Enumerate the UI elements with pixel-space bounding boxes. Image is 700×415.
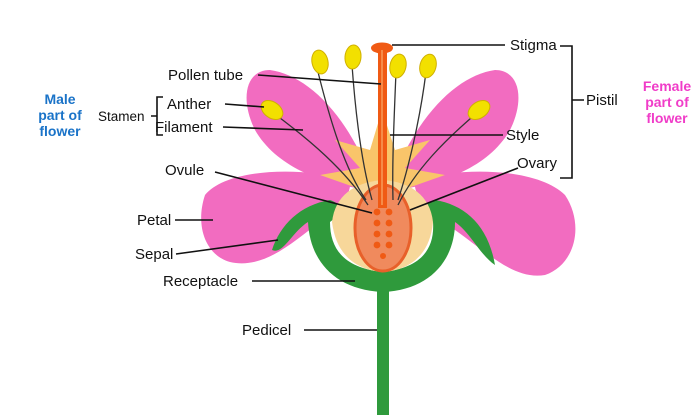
sepal [272,200,495,292]
petal-left-upper [246,70,372,190]
label-filament: Filament [155,119,213,136]
svg-text:part of: part of [38,107,82,123]
label-style: Style [506,127,539,144]
svg-text:part of: part of [645,94,689,110]
label-stamen: Stamen [98,109,145,124]
label-petal: Petal [137,212,171,229]
label-pedicel: Pedicel [242,322,291,339]
svg-text:Female: Female [643,78,691,94]
label-anther: Anther [167,96,211,113]
stigma [371,42,393,54]
petal-left-lower [201,171,351,264]
label-stigma: Stigma [510,37,557,54]
leader-ovary [409,167,519,211]
label-sepal: Sepal [135,246,173,263]
male-part-label: Male part of flower [38,91,82,139]
petal-right-upper [392,70,519,190]
svg-text:Male: Male [44,91,75,107]
pistil-bracket [560,45,584,179]
label-ovary: Ovary [517,155,558,172]
label-ovule: Ovule [165,162,204,179]
petal-right-lower [414,171,576,276]
leader-pollen-tube [257,74,382,85]
label-pistil: Pistil [586,92,618,109]
pedicel-stem [377,280,389,415]
anthers [260,44,491,121]
leader-anther [224,103,265,108]
leader-filament [222,126,304,131]
label-pollen-tube: Pollen tube [168,67,243,84]
filaments [271,64,479,206]
leader-sepal [175,239,279,255]
leader-ovule [214,171,373,214]
svg-text:flower: flower [646,110,688,126]
svg-text:flower: flower [39,123,81,139]
stamen-bracket [151,96,163,136]
female-part-label: Female part of flower [643,78,691,126]
label-receptacle: Receptacle [163,273,238,290]
